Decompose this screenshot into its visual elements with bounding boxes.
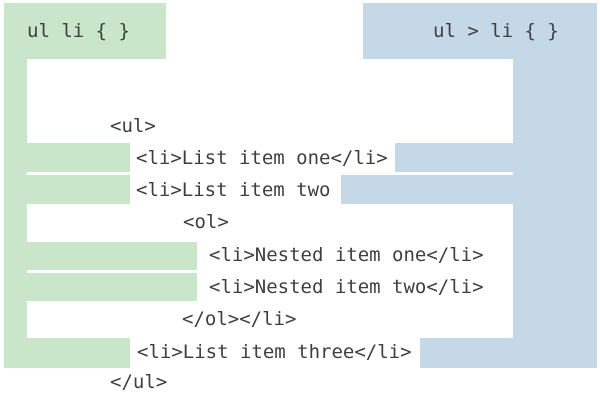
child-match-stripe-list-item-two <box>341 175 513 204</box>
child-match-stripe-list-item-three <box>420 338 513 368</box>
descendant-match-column <box>4 59 27 368</box>
child-selector-box <box>363 3 597 59</box>
code-line-ul-open: <ul> <box>110 115 156 137</box>
code-line-nested-item-one: <li>Nested item one</li> <box>209 244 484 266</box>
descendant-match-stripe-nested-item-one <box>27 242 197 270</box>
descendant-match-stripe-nested-item-two <box>27 273 197 301</box>
code-line-list-item-three: <li>List item three</li> <box>137 341 412 363</box>
descendant-match-stripe-list-item-three <box>27 338 130 368</box>
code-line-list-item-two: <li>List item two <box>136 179 331 201</box>
code-line-list-item-one: <li>List item one</li> <box>136 147 388 169</box>
descendant-selector-box <box>4 3 166 59</box>
code-line-ol-close: </ol></li> <box>182 308 297 330</box>
child-match-column <box>513 59 597 368</box>
code-line-nested-item-two: <li>Nested item two</li> <box>209 276 484 298</box>
code-line-ul-close: </ul> <box>110 371 168 393</box>
code-line-ol-open: <ol> <box>183 211 229 233</box>
child-match-stripe-list-item-one <box>395 143 513 172</box>
descendant-match-stripe-list-item-one <box>27 143 130 172</box>
descendant-match-stripe-list-item-two <box>27 175 130 204</box>
child-selector-label: ul > li { } <box>433 20 559 42</box>
descendant-selector-label: ul li { } <box>27 20 130 42</box>
